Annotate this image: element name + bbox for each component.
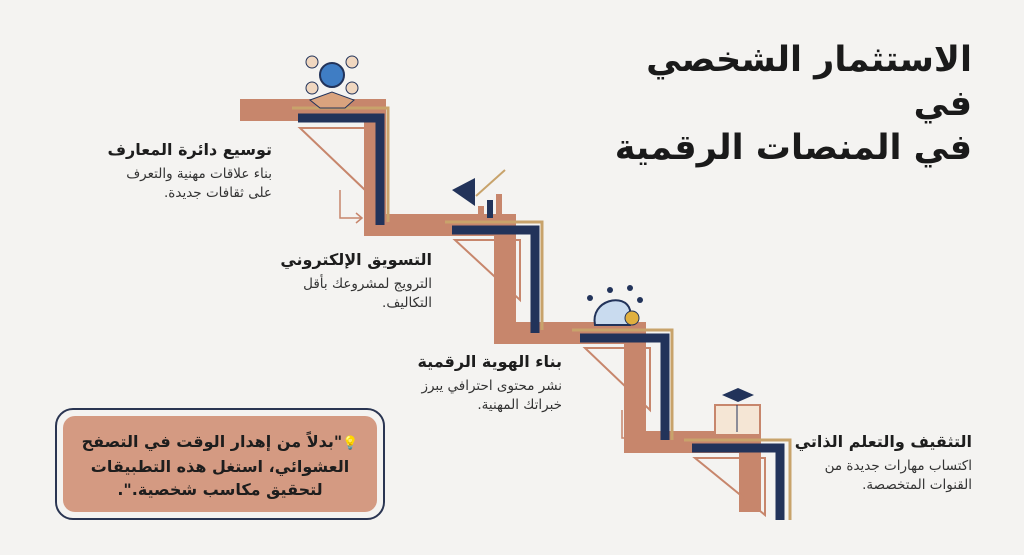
quote-line-1: 💡"بدلاً من إهدار الوقت في التصفح: [63, 430, 377, 455]
arrow-3: [621, 410, 644, 444]
quote-content: 💡"بدلاً من إهدار الوقت في التصفح العشوائ…: [63, 416, 377, 512]
title-line-2: في المنصات الرقمية: [614, 128, 972, 168]
step-2-navy: [452, 225, 540, 333]
lightbulb-icon: 💡: [342, 436, 359, 451]
quote-text-1: "بدلاً من إهدار الوقت في التصفح: [81, 432, 343, 451]
graduation-cap-book-icon: [714, 388, 761, 436]
arrow-1: [339, 190, 364, 224]
head-network-badge-icon: [587, 285, 643, 326]
arrow-2: [494, 300, 517, 334]
step-3-desc-1: نشر محتوى احترافي يبرز: [421, 378, 562, 394]
step-2-desc-2: التكاليف.: [382, 295, 432, 311]
step-2: التسويق الإلكتروني الترويج لمشروعك بأقل …: [192, 250, 432, 313]
step-4-navy: [692, 443, 785, 520]
step-4-triangle: [692, 457, 766, 518]
step-3-desc-2: خبراتك المهنية.: [477, 397, 562, 413]
stair-tan-outline: [292, 106, 792, 520]
page-title: الاستثمار الشخصي في في المنصات الرقمية: [592, 38, 972, 170]
title-line-1: الاستثمار الشخصي في: [646, 40, 972, 124]
step-1-desc-2: على ثقافات جديدة.: [164, 185, 272, 201]
step-4: التثقيف والتعلم الذاتي اكتساب مهارات جدي…: [752, 432, 972, 495]
stair-salmon-band: [240, 99, 761, 512]
step-2-title: التسويق الإلكتروني: [280, 250, 432, 269]
step-2-triangle: [452, 239, 521, 303]
megaphone-growth-chart-icon: [452, 169, 506, 218]
step-2-desc-1: الترويج لمشروعك بأقل: [303, 276, 432, 292]
step-3-triangle: [582, 347, 651, 413]
step-3: بناء الهوية الرقمية نشر محتوى احترافي يب…: [322, 352, 562, 415]
quote-line-3: لتحقيق مكاسب شخصية.".: [117, 480, 323, 499]
step-3-navy: [580, 333, 670, 440]
step-1-triangle: [297, 127, 366, 193]
quote-line-2: العشوائي، استغل هذه التطبيقات: [90, 457, 350, 476]
step-1: توسيع دائرة المعارف بناء علاقات مهنية وا…: [32, 140, 272, 203]
step-4-desc-2: القنوات المتخصصة.: [862, 477, 972, 493]
networking-handshake-globe-icon: [305, 55, 359, 109]
step-3-title: بناء الهوية الرقمية: [417, 352, 562, 371]
step-4-title: التثقيف والتعلم الذاتي: [794, 432, 972, 451]
step-1-desc-1: بناء علاقات مهنية والتعرف: [126, 166, 272, 182]
step-1-navy: [298, 113, 385, 225]
quote-box: 💡"بدلاً من إهدار الوقت في التصفح العشوائ…: [55, 408, 385, 520]
step-1-title: توسيع دائرة المعارف: [107, 140, 272, 159]
step-4-desc-1: اكتساب مهارات جديدة من: [824, 458, 972, 474]
